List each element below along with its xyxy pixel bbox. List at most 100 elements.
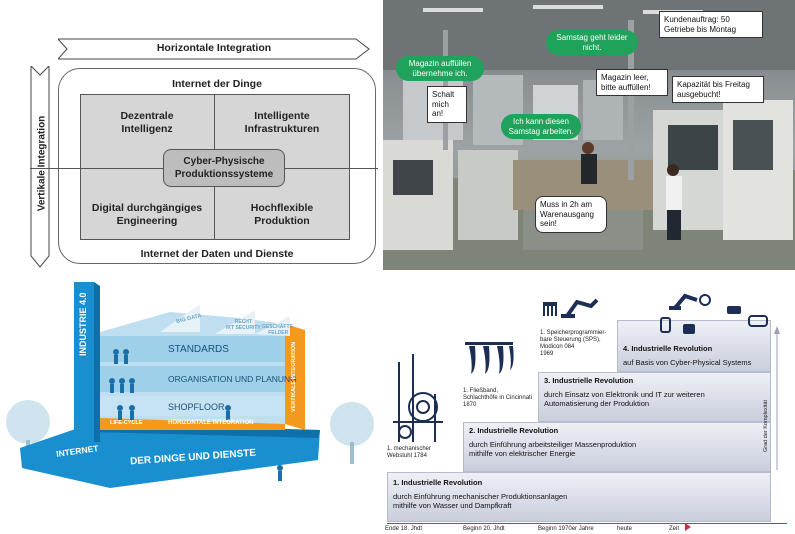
roof-recht-line: Recht <box>234 319 252 325</box>
arrow-shape-icon <box>30 66 50 268</box>
quadrant-line: Intelligente <box>254 110 310 122</box>
step-desc-line: auf Basis von Cyber-Physical Systems <box>623 358 752 367</box>
cps-devices-icon <box>660 293 768 334</box>
bubble-line: Magazin leer, <box>601 73 649 82</box>
bubble-saturday-no: Samstag geht leider nicht. <box>546 30 638 55</box>
bubble-line: Ich kann diesen <box>512 117 570 126</box>
internet-data-label: Internet der Daten und Dienste <box>140 248 294 260</box>
bubble-line: Warenausgang <box>540 209 594 219</box>
quadrant-intelligente-infrastrukturen: Intelligente Infrastrukturen <box>216 110 348 136</box>
life-cycle-label: Life-Cycle <box>110 420 143 426</box>
caption-fliessband: 1. Fließband, Schlachthöfe in Cincinnati… <box>463 388 532 409</box>
cps-diagram-panel: Horizontale Integration Vertikale Integr… <box>0 0 380 270</box>
quadrant-line: Hochflexible <box>250 202 314 214</box>
quadrant-digital-engineering: Digital durchgängiges Engineering <box>82 202 212 228</box>
quadrant-line: Dezentrale <box>120 110 174 122</box>
timeline-label-zeit: Zeit <box>669 526 680 532</box>
bubble-must-ship: Muss in 2h am Warenausgang sein! <box>535 196 607 233</box>
vertical-integration-band-label: Vertikale Integration <box>291 341 297 412</box>
shopfloor-label: Shopfloor <box>168 402 225 412</box>
caption-line: 1969 <box>540 351 554 357</box>
factory-photo-panel: Kundenauftrag: 50 Getriebe bis Montag Sa… <box>383 0 795 270</box>
caption-line: Schlachthöfe in Cincinnati <box>463 395 533 401</box>
bubble-can-work: Ich kann diesen Samstag arbeiten. <box>501 114 581 139</box>
caption-line: 1870 <box>463 402 477 408</box>
step-desc-line: durch Einsatz von Elektronik und IT zur … <box>544 390 705 399</box>
bubble-line: Kapazität bis Freitag <box>677 80 750 89</box>
horizontal-integration-label: Horizontale Integration <box>156 42 272 54</box>
step-1-desc: durch Einführung mechanischer Produktion… <box>393 492 567 510</box>
caption-line: Modicon 084 <box>540 344 575 350</box>
quadrant-line: Intelligenz <box>121 123 173 135</box>
quadrant-dezentrale-intelligenz: Dezentrale Intelligenz <box>82 110 212 136</box>
timeline-label-1970: Beginn 1970er Jahre <box>538 526 594 532</box>
caption-line: 1. Fließband, <box>463 388 499 394</box>
loom-icon <box>393 354 443 442</box>
bubble-line: Getriebe bis Montag <box>664 24 737 34</box>
step-4-desc: auf Basis von Cyber-Physical Systems <box>623 358 751 367</box>
revolution-step-1 <box>387 472 771 522</box>
step-3-title: 3. Industrielle Revolution <box>544 376 634 385</box>
roof-geschaefts-label: Geschäfts- felder <box>262 324 295 336</box>
bubble-line: Samstag geht leider <box>556 33 628 42</box>
caption-webstuhl: 1. mechanischer Webstuhl 1784 <box>387 446 431 460</box>
bubble-line: mich an! <box>432 99 449 119</box>
roof-recht-line: IKT Security <box>226 325 261 331</box>
caption-line: Webstuhl 1784 <box>387 453 427 459</box>
bubble-line: bitte auffüllen! <box>601 82 651 92</box>
bubble-magazine-take: Magazin auffüllen übernehme ich. <box>396 56 484 81</box>
bubble-line: Magazin auffüllen <box>408 59 472 68</box>
plc-robot-icon <box>543 298 599 318</box>
industrie40-tower-label: Industrie 4.0 <box>78 292 88 356</box>
step-desc-line: Automatisierung der Produktion <box>544 399 650 408</box>
bubble-line: nicht. <box>582 42 602 52</box>
bubble-line: Samstag arbeiten. <box>508 126 574 136</box>
caption-line: 1. Speicherprogrammier- <box>540 330 607 336</box>
step-desc-line: durch Einführung mechanischer Produktion… <box>393 492 568 501</box>
cps-center-box: Cyber-Physische Produktionssysteme <box>163 149 285 187</box>
quadrant-line: Produktion <box>254 215 310 227</box>
bubble-customer-order: Kundenauftrag: 50 Getriebe bis Montag <box>659 11 763 38</box>
quadrant-line: Engineering <box>116 215 178 227</box>
step-4-title: 4. Industrielle Revolution <box>623 344 713 353</box>
horizontal-integration-band-label: Horizontale Integration <box>168 420 254 426</box>
step-desc-line: durch Einführung arbeitsteiliger Massenp… <box>469 440 637 449</box>
bubble-line: Schalt <box>432 90 455 99</box>
bubble-line: ausgebucht! <box>677 89 721 99</box>
step-3-desc: durch Einsatz von Elektronik und IT zur … <box>544 390 705 408</box>
bubble-magazine-empty: Magazin leer, bitte auffüllen! <box>596 69 668 96</box>
revolution-icons <box>393 293 780 470</box>
roof-recht-label: Recht IKT Security <box>226 319 261 331</box>
step-2-title: 2. Industrielle Revolution <box>469 426 559 435</box>
roof-geschaefts-line: Geschäfts- <box>262 324 295 330</box>
quadrant-line: Infrastrukturen <box>244 123 320 135</box>
step-desc-line: mithilfe von Wasser und Dampfkraft <box>393 501 512 510</box>
internet-things-label: Internet der Dinge <box>172 78 262 90</box>
revolutions-panel: 1. Industrielle Revolution durch Einführ… <box>383 272 795 534</box>
timeline-label-heute: heute <box>617 526 633 532</box>
step-desc-line: mithilfe von elektrischer Energie <box>469 449 576 458</box>
vertical-integration-arrow: Vertikale Integration <box>30 66 50 268</box>
cps-line: Produktionssysteme <box>174 169 274 180</box>
timeline-label-20: Beginn 20. Jhdt <box>463 526 505 532</box>
bubble-line: übernehme ich. <box>412 68 468 78</box>
industrie40-building-panel: Industrie 4.0 Big Data Recht IKT Securit… <box>0 272 380 534</box>
bubble-capacity: Kapazität bis Freitag ausgebucht! <box>672 76 764 103</box>
step-2-desc: durch Einführung arbeitsteiliger Massenp… <box>469 440 636 458</box>
organisation-label: Organisation und Planung <box>168 374 297 384</box>
bubble-line: Muss in 2h am <box>540 200 593 209</box>
revolution-step-3 <box>538 372 771 422</box>
bubble-line: sein! <box>540 219 557 228</box>
caption-line: 1. mechanischer <box>387 446 432 452</box>
cps-line: Cyber-Physische <box>183 156 265 167</box>
bubble-line: Kundenauftrag: 50 <box>664 15 730 24</box>
quadrant-hochflexible-produktion: Hochflexible Produktion <box>216 202 348 228</box>
vertical-integration-label: Vertikale Integration <box>36 115 48 212</box>
timeline-label-18: Ende 18. Jhdt <box>385 526 423 532</box>
roof-geschaefts-line: felder <box>268 330 289 336</box>
quadrant-line: Digital durchgängiges <box>91 202 203 214</box>
building-illustration <box>6 282 374 488</box>
conveyor-icon <box>465 342 514 374</box>
step-1-title: 1. Industrielle Revolution <box>393 478 483 487</box>
standards-label: Standards <box>168 344 229 355</box>
